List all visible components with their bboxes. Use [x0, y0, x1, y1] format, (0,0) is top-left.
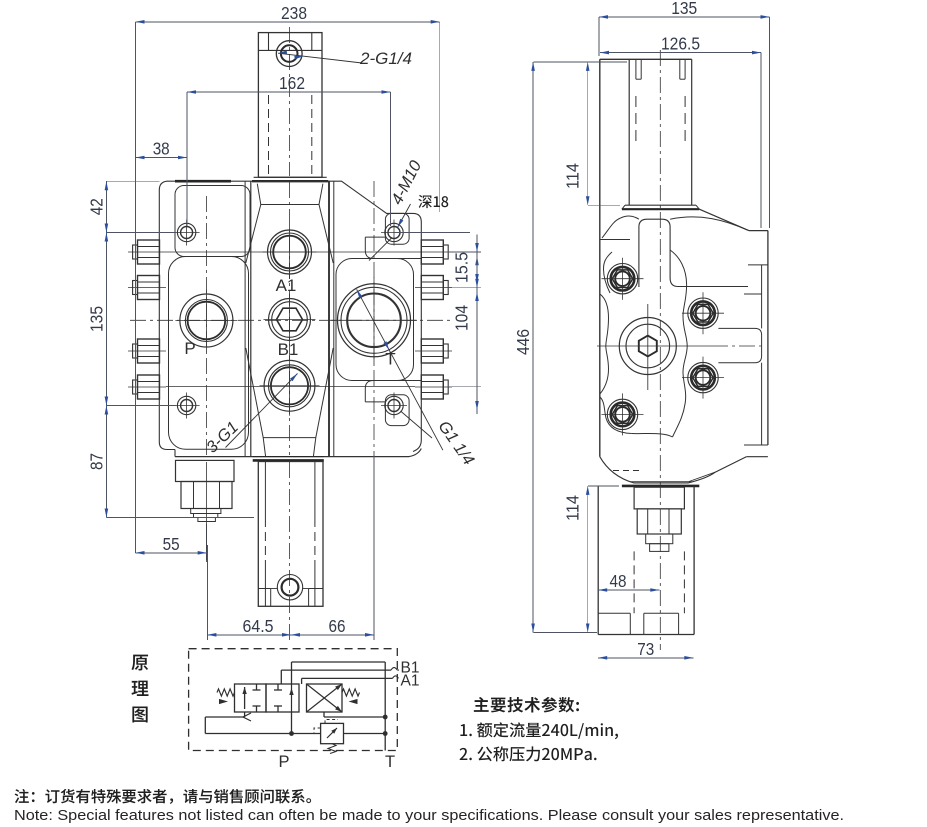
svg-text:135: 135	[86, 306, 106, 332]
svg-text:55: 55	[163, 534, 180, 554]
svg-text:P: P	[184, 339, 195, 358]
svg-text:42: 42	[86, 198, 106, 215]
svg-text:238: 238	[281, 3, 307, 23]
svg-text:104: 104	[452, 305, 472, 331]
svg-text:73: 73	[637, 639, 654, 659]
svg-text:15.5: 15.5	[452, 252, 472, 283]
svg-text:2-G1/4: 2-G1/4	[359, 49, 412, 68]
svg-text:446: 446	[513, 329, 533, 355]
svg-text:48: 48	[610, 571, 627, 591]
svg-text:A1: A1	[401, 673, 420, 690]
svg-text:66: 66	[329, 616, 346, 636]
svg-text:Note: Special features not lis: Note: Special features not listed can of…	[14, 807, 844, 824]
svg-text:126.5: 126.5	[661, 34, 700, 54]
svg-text:A1: A1	[276, 276, 297, 295]
svg-text:38: 38	[153, 139, 170, 159]
svg-text:162: 162	[279, 73, 305, 93]
svg-text:135: 135	[671, 0, 697, 18]
svg-text:87: 87	[86, 453, 106, 470]
svg-text:P: P	[278, 753, 289, 771]
svg-text:114: 114	[563, 495, 583, 521]
svg-text:T: T	[385, 753, 395, 771]
svg-text:64.5: 64.5	[243, 616, 274, 636]
svg-text:114: 114	[563, 163, 583, 189]
svg-text:B1: B1	[278, 340, 299, 359]
svg-text:B1: B1	[401, 660, 420, 677]
svg-text:T: T	[385, 350, 395, 369]
